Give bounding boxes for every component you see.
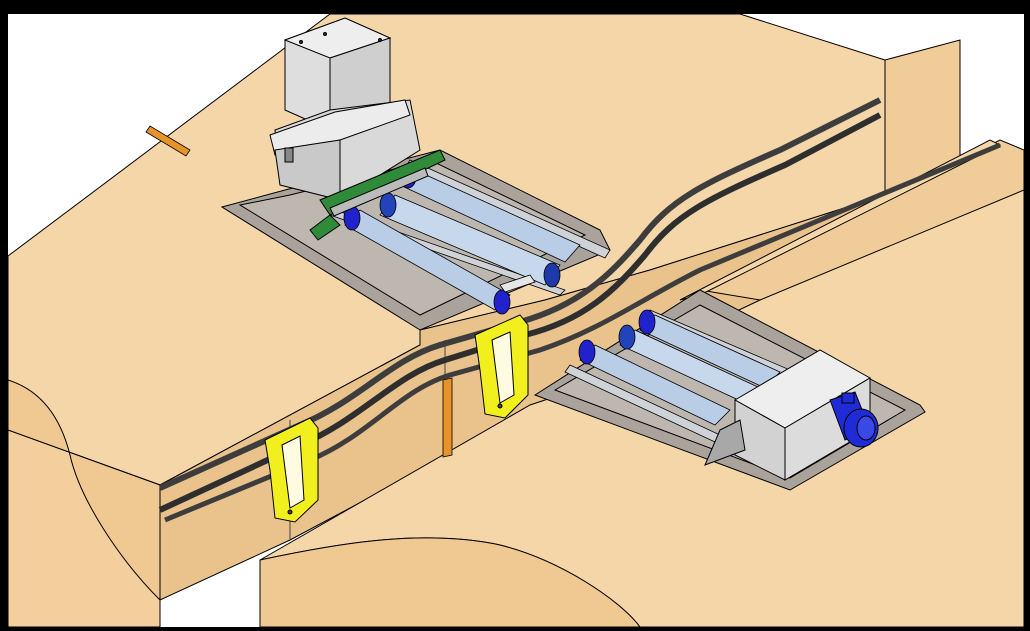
front-roller-assembly: [564, 309, 791, 443]
drive-housing-with-motor: [704, 349, 879, 481]
conduit-pipe: [145, 125, 453, 458]
back-roller-assembly: [329, 159, 611, 315]
cad-model: [8, 14, 1024, 627]
dispenser-housing: [269, 17, 446, 241]
hanger-brackets: [264, 314, 529, 523]
cad-viewport: [8, 14, 1024, 627]
hanger-bracket-right: [474, 314, 529, 419]
hanger-bracket-left: [264, 417, 319, 523]
